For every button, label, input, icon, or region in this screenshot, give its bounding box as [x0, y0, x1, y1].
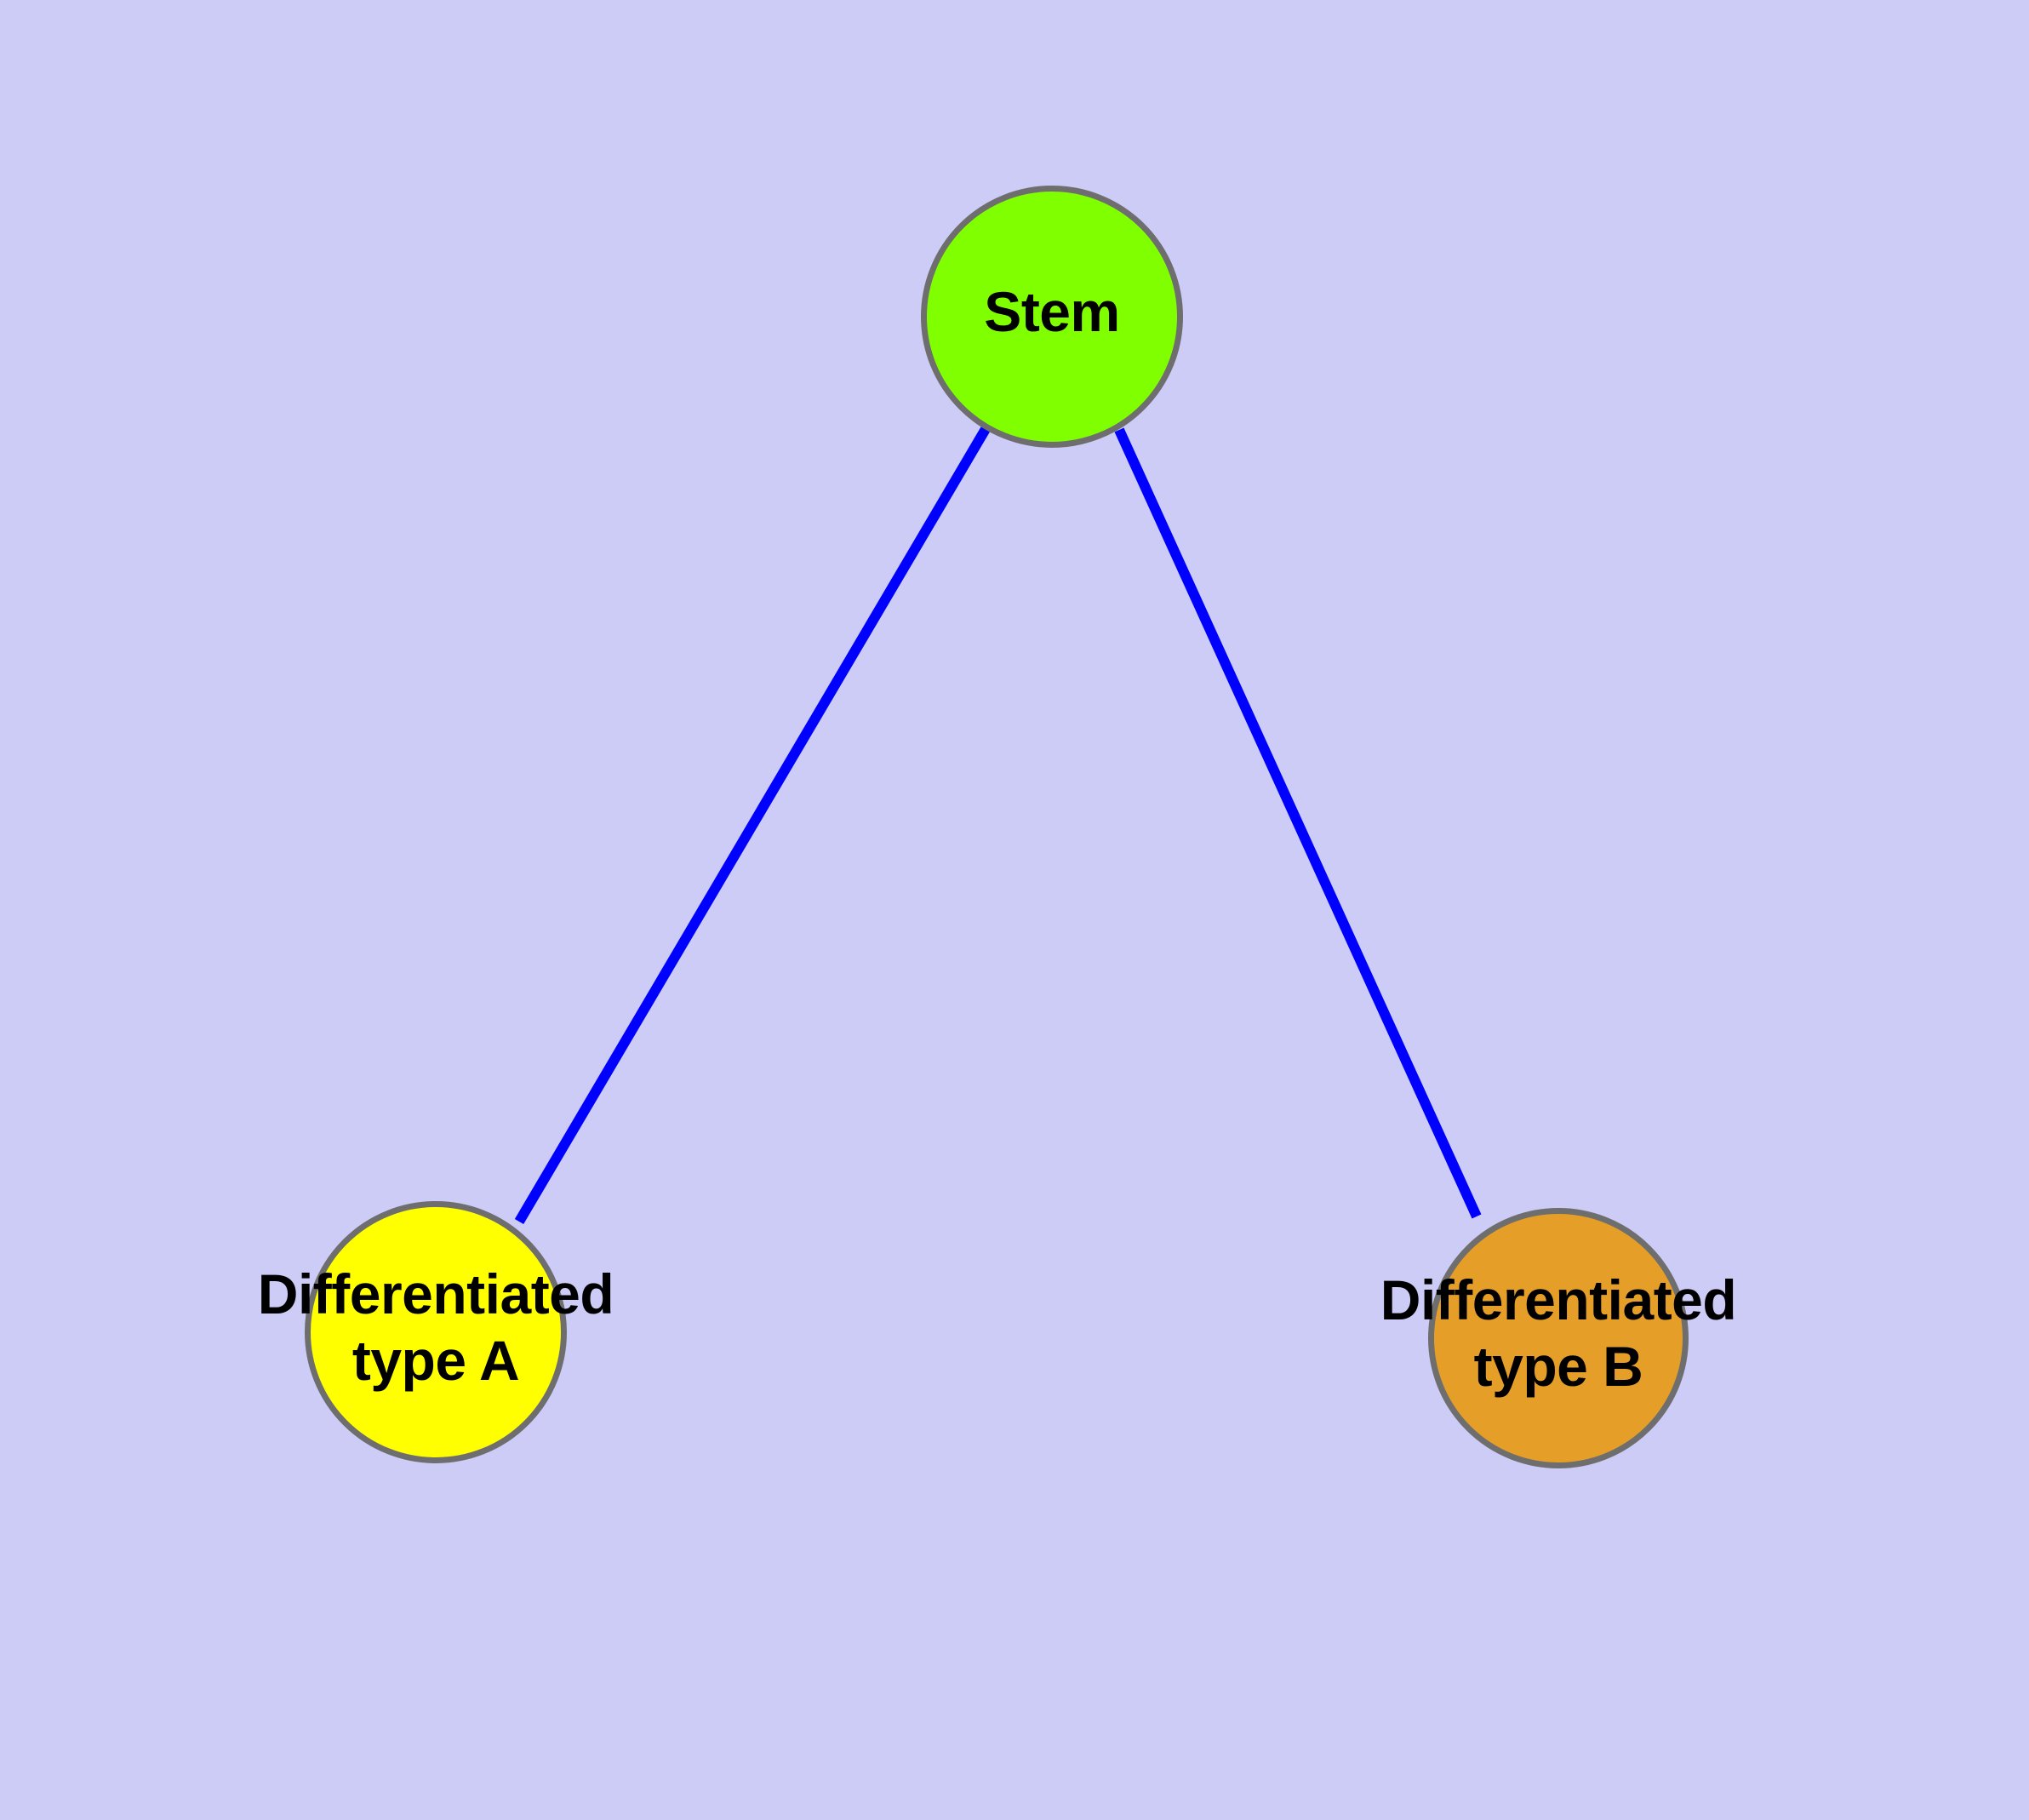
label-line: Differentiated [1380, 1268, 1737, 1331]
graph-node-diff_a[interactable] [305, 1201, 567, 1463]
label-line: type A [352, 1329, 520, 1392]
graph-node-label-stem: Stem [456, 278, 1648, 345]
label-line: Stem [984, 280, 1120, 343]
label-line: type B [1473, 1335, 1643, 1398]
edges-group [514, 426, 1482, 1225]
graph-edge-stem-to-diff-b [1114, 427, 1482, 1219]
graph-edge-stem-to-diff-a [514, 426, 991, 1225]
label-line: Differentiated [257, 1262, 614, 1325]
graph-node-stem[interactable] [921, 186, 1183, 448]
graph-node-diff_b[interactable] [1428, 1208, 1689, 1468]
